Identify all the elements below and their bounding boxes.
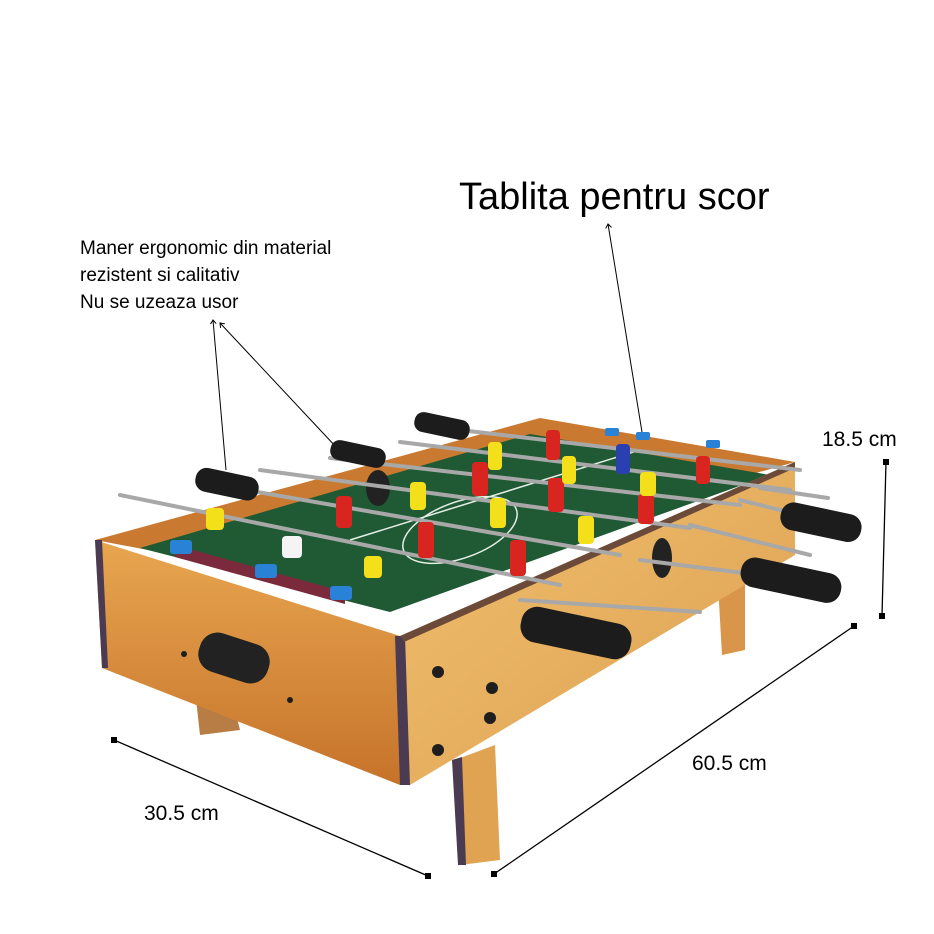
handle-arrow-2	[220, 323, 338, 449]
callout-arrows	[213, 224, 643, 471]
handles	[195, 412, 862, 660]
height-dimension-label: 18.5 cm	[822, 428, 897, 451]
score-board-callout: Tablita pentru scor	[459, 176, 770, 218]
handle-icon	[520, 606, 632, 660]
playing-field	[140, 434, 770, 612]
length-dimension-label: 60.5 cm	[692, 752, 767, 775]
handle-callout-line-2: rezistent si calitativ	[80, 265, 240, 286]
score-arrow	[608, 224, 643, 433]
ball-return-slot	[198, 632, 270, 684]
players	[206, 430, 710, 578]
dimension-lines	[113, 461, 887, 877]
dimension-endpoints	[111, 459, 889, 879]
score-board	[170, 428, 720, 604]
handle-arrow-1	[213, 320, 227, 471]
handle-callout: Maner ergonomic din material rezistent s…	[80, 235, 331, 316]
width-dimension-label: 30.5 cm	[144, 802, 219, 825]
handle-callout-line-3: Nu se uzeaza usor	[80, 292, 239, 313]
handle-callout-line-1: Maner ergonomic din material	[80, 238, 332, 259]
